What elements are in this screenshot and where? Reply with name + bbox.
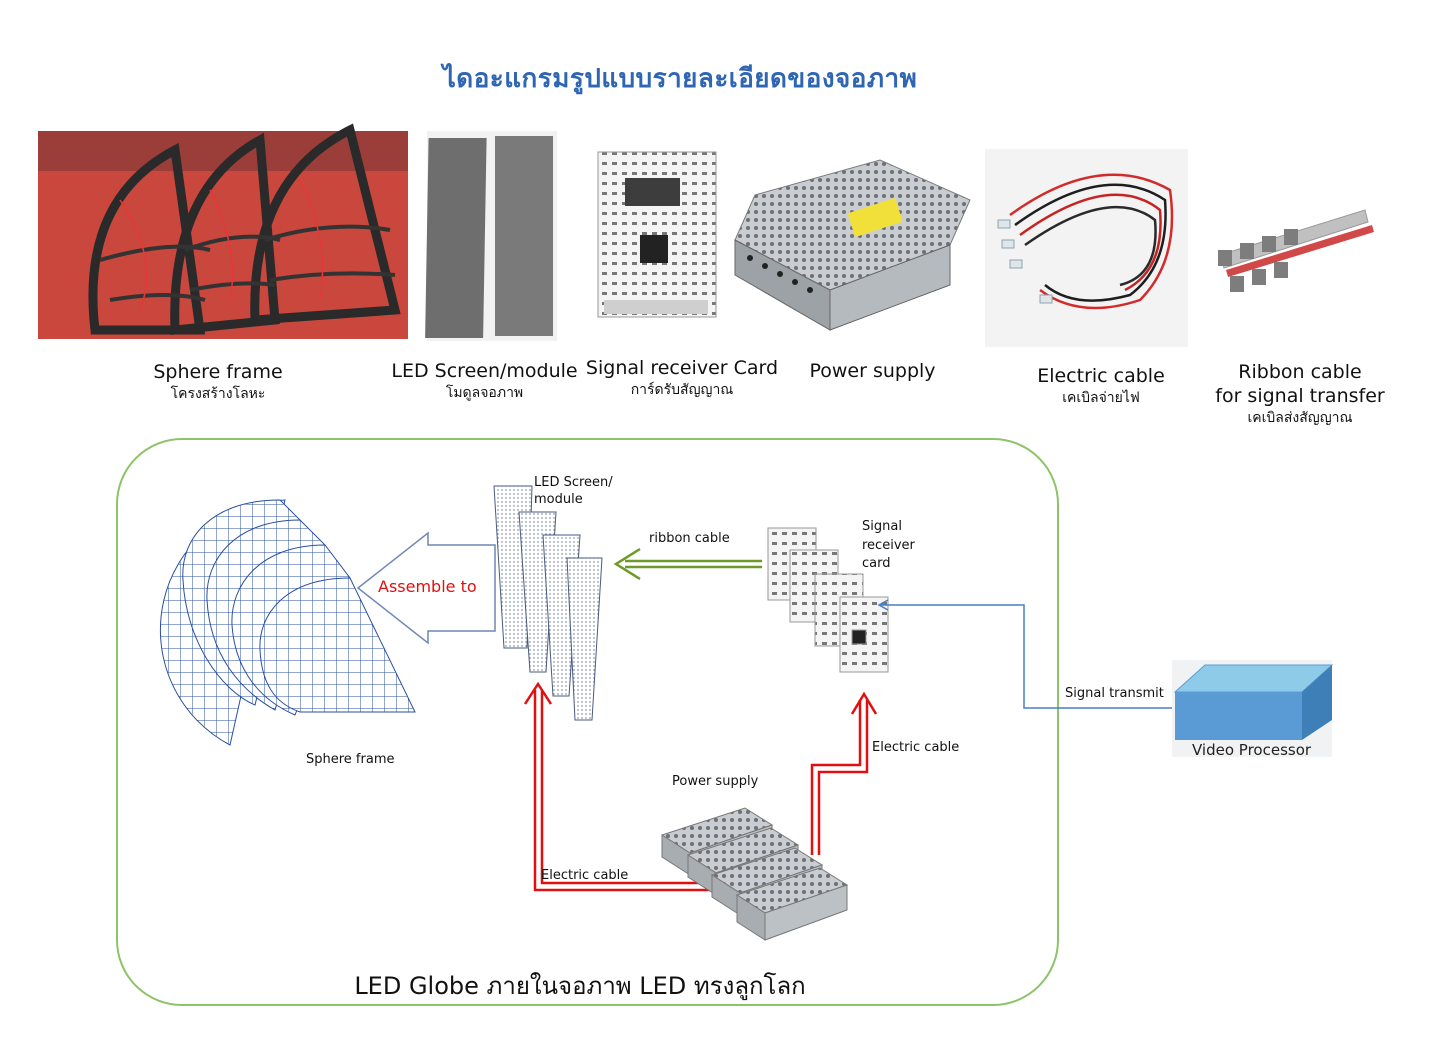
led-module-label-1: LED Screen/ xyxy=(534,475,613,490)
led-module-strips xyxy=(493,485,603,721)
label-electric-cable: Electric cable เคเบิลจ่ายไฟ xyxy=(1005,364,1197,408)
label-th: เคเบิลจ่ายไฟ xyxy=(1062,390,1140,406)
label-power-supply: Power supply xyxy=(785,359,960,383)
electric-cable-left-label: Electric cable xyxy=(541,868,629,883)
label-sphere-frame: Sphere frame โครงสร้างโลหะ xyxy=(118,360,318,404)
ribbon-cable-photo xyxy=(1218,209,1374,292)
receiver-label-1: Signal xyxy=(862,519,902,534)
receiver-cards-diagram xyxy=(767,527,889,673)
label-en: Ribbon cable xyxy=(1238,361,1362,383)
label-en: Power supply xyxy=(809,360,936,382)
label-en: Signal receiver Card xyxy=(585,357,779,379)
electric-cable-photo xyxy=(985,149,1188,347)
label-en: LED Screen/module xyxy=(391,360,578,382)
power-supply-photo xyxy=(734,159,971,331)
label-en-2: for signal transfer xyxy=(1215,385,1385,407)
receiver-card-photo xyxy=(597,151,717,318)
electric-cable-left xyxy=(523,681,712,892)
sphere-frame-photo xyxy=(38,123,408,339)
label-en: Electric cable xyxy=(1037,365,1165,387)
power-supply-stack xyxy=(660,807,849,941)
assemble-label: Assemble to xyxy=(378,577,477,596)
label-th: การ์ดรับสัญญาณ xyxy=(630,382,734,398)
receiver-label-2: receiver xyxy=(862,538,915,553)
label-th: โครงสร้างโลหะ xyxy=(170,386,266,402)
diagram-caption: LED Globe ภายในจอภาพ LED ทรงลูกโลก xyxy=(354,972,806,1000)
diagram-frame xyxy=(116,438,1059,1006)
label-en: Sphere frame xyxy=(153,361,283,383)
ribbon-cable-label: ribbon cable xyxy=(649,531,730,546)
signal-line xyxy=(880,604,1172,709)
power-supply-label: Power supply xyxy=(672,774,759,789)
label-th: เคเบิลส่งสัญญาณ xyxy=(1247,410,1353,426)
video-processor-label: Video Processor xyxy=(1192,741,1312,759)
led-module-photo xyxy=(425,131,557,341)
label-led-module: LED Screen/module โมดูลจอภาพ xyxy=(382,359,587,403)
led-module-label-2: module xyxy=(534,492,583,507)
assemble-arrow xyxy=(356,531,496,645)
label-th: โมดูลจอภาพ xyxy=(445,385,524,401)
sphere-frame-label: Sphere frame xyxy=(306,752,395,767)
page-title: ไดอะแกรมรูปแบบรายละเอียดของจอภาพ xyxy=(442,64,918,94)
receiver-label-3: card xyxy=(862,556,891,571)
signal-transmit-label: Signal transmit xyxy=(1065,686,1164,701)
sphere-frame-diagram xyxy=(159,499,416,746)
video-processor-box xyxy=(1172,660,1334,757)
electric-cable-right-label: Electric cable xyxy=(872,740,960,755)
ribbon-cable-arrow xyxy=(613,547,762,581)
electric-cable-right xyxy=(810,691,878,855)
label-ribbon-cable: Ribbon cable for signal transfer เคเบิลส… xyxy=(1195,360,1405,428)
label-receiver-card: Signal receiver Card การ์ดรับสัญญาณ xyxy=(582,356,782,400)
